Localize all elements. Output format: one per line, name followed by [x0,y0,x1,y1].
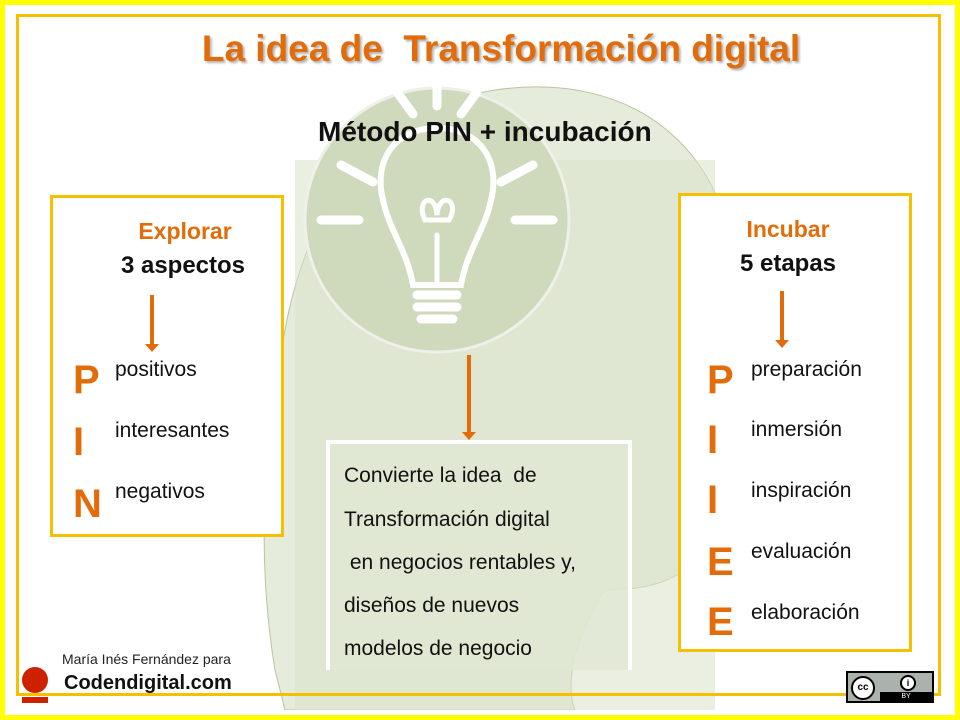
arrow-down-left-icon [145,295,159,352]
slide-frame [16,14,941,696]
incubar-heading: Incubar [746,216,830,242]
explorar-box: Explorar 3 aspectos P I N positivos inte… [50,195,284,537]
license-by-label: BY [880,692,932,701]
piiee-letter-4: E [707,540,734,584]
arrow-down-right-icon [775,291,789,348]
stage-preparacion: preparación [751,358,862,381]
pin-letter-n: N [73,482,102,526]
pin-letter-p: P [73,358,100,402]
outcome-line-5: modelos de negocio [344,637,532,660]
incubar-subheading: 5 etapas [739,250,837,277]
outcome-line-1: Convierte la idea de [344,464,537,487]
lightbulb-icon [316,75,558,324]
incubar-box: Incubar 5 etapas P I I E E preparación i… [678,193,912,652]
stage-inmersion: inmersión [751,418,843,441]
outcome-line-2: Transformación digital [344,508,550,531]
author-credit: María Inés Fernández para [62,651,231,667]
stage-elaboracion: elaboración [751,601,860,624]
outcome-box: Convierte la idea de Transformación digi… [326,440,632,670]
codendigital-logo-bar [22,697,48,703]
piiee-letter-3: I [707,478,719,522]
arrow-down-center-icon [462,355,476,440]
brand-link[interactable]: Codendigital.com [64,672,232,694]
piiee-letter-5: E [707,600,734,644]
stage-evaluacion: evaluación [751,540,852,563]
piiee-letter-1: P [707,358,734,402]
outcome-line-4: diseños de nuevos [344,594,520,617]
creative-commons-icon: cc [851,676,875,700]
codendigital-logo-icon [22,667,48,693]
page-title: La idea de Transformación digital [201,28,801,69]
attribution-icon: i [900,675,916,691]
subtitle: Método PIN + incubación [318,116,652,147]
explorar-subheading: 3 aspectos [120,252,246,279]
outcome-line-3: en negocios rentables y, [344,551,576,574]
piiee-letter-2: I [707,418,719,462]
pin-item-positivos: positivos [115,358,197,381]
pin-item-negativos: negativos [115,480,205,503]
cc-by-license-badge[interactable]: cc i BY [846,671,934,703]
explorar-heading: Explorar [138,218,232,244]
pin-item-interesantes: interesantes [115,419,230,442]
stage-inspiracion: inspiración [751,479,852,502]
pin-letter-i: I [73,420,85,464]
